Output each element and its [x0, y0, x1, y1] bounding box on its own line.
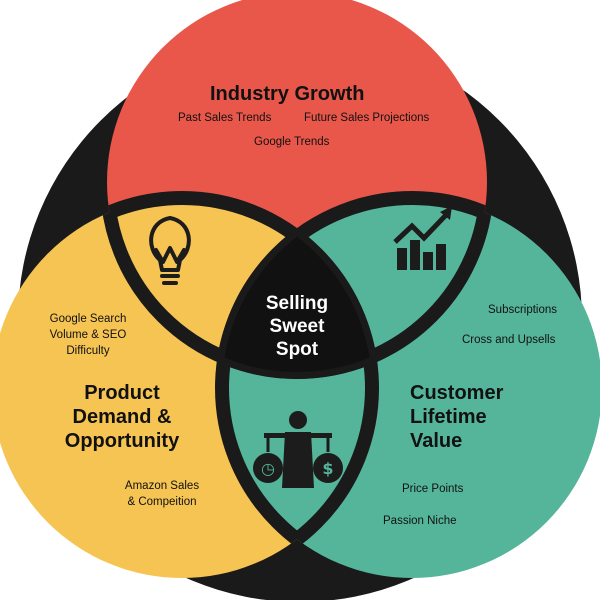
product-item-difficulty: Difficulty — [66, 345, 110, 357]
product-outline — [107, 191, 379, 372]
customer-item-passion-niche: Passion Niche — [383, 515, 457, 527]
sweet-spot-center — [222, 198, 372, 372]
industry-item-future-sales: Future Sales Projections — [304, 112, 430, 124]
lightbulb-icon — [149, 216, 191, 285]
customer-item-price-points: Price Points — [402, 483, 464, 495]
customer-title-line-3: Value — [410, 430, 463, 452]
product-item-competition: & Compeition — [127, 496, 197, 508]
product-demand-title: Product Demand & Opportunity — [50, 381, 194, 453]
product-title-line-2: Demand & — [72, 406, 172, 428]
dollar-glyph: $ — [322, 459, 333, 478]
industry-item-past-sales: Past Sales Trends — [178, 112, 272, 124]
product-title-line-1: Product — [84, 382, 160, 404]
customer-lifetime-title: Customer Lifetime Value — [410, 381, 530, 453]
product-items-top: Google Search Volume & SEO Difficulty — [28, 311, 148, 359]
sweet-spot-line-3: Spot — [275, 339, 319, 360]
product-item-amazon-sales: Amazon Sales — [124, 480, 200, 492]
customer-outline — [215, 191, 487, 372]
industry-item-google-trends: Google Trends — [254, 136, 330, 148]
industry-growth-title: Industry Growth — [210, 83, 365, 105]
businessman-balance-icon — [253, 411, 343, 488]
product-outline-2 — [222, 198, 379, 578]
product-title-line-3: Opportunity — [64, 430, 180, 452]
sweet-spot-line-1: Selling — [265, 293, 329, 314]
growth-chart-icon — [393, 206, 452, 270]
customer-item-subscriptions: Subscriptions — [488, 304, 558, 316]
product-items-bottom: Amazon Sales & Compeition — [112, 478, 212, 510]
customer-title-line-1: Customer — [410, 382, 504, 404]
product-item-google-search: Google Search — [49, 313, 127, 325]
clock-glyph: ◷ — [261, 459, 275, 478]
product-item-volume-seo: Volume & SEO — [49, 329, 127, 341]
sweet-spot-title: Selling Sweet Spot — [242, 292, 352, 361]
customer-title-line-2: Lifetime — [410, 406, 487, 428]
sweet-spot-line-2: Sweet — [269, 316, 325, 337]
customer-item-cross-upsells: Cross and Upsells — [462, 334, 556, 346]
customer-outline-2 — [215, 198, 372, 578]
